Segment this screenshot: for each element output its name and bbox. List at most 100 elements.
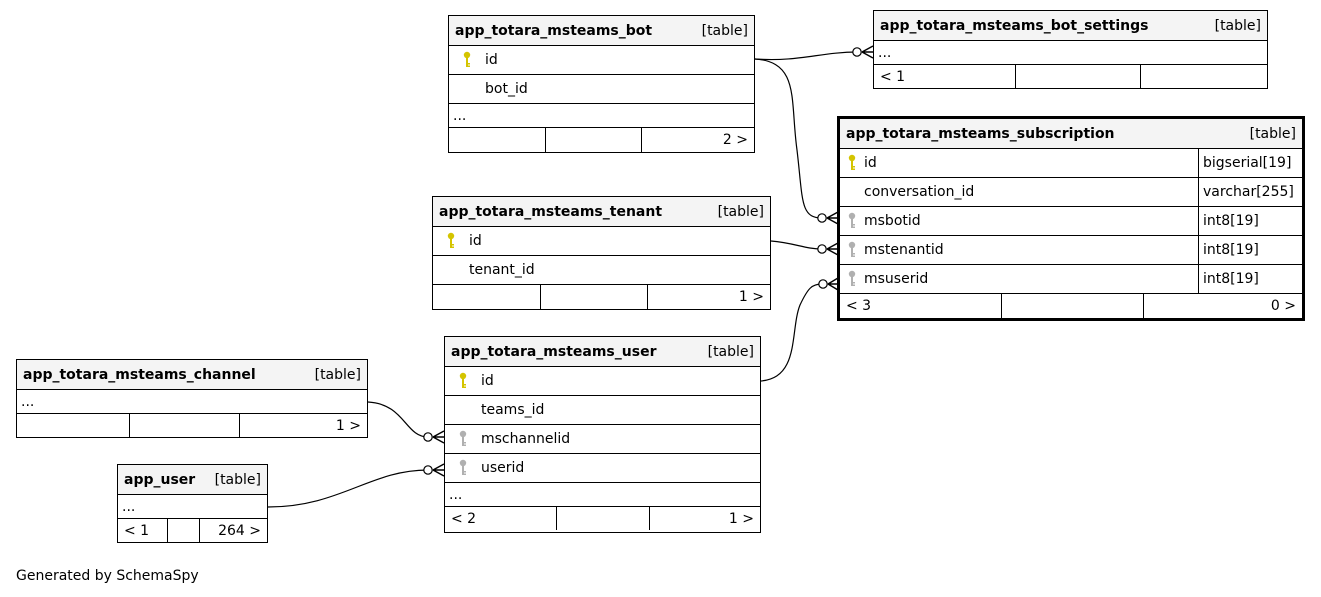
children-count: 1 > [335,417,361,434]
table-app-totara-msteams-user[interactable]: app_totara_msteams_user [table] id teams… [444,336,761,533]
parents-count: < 1 [874,65,1016,88]
column-row[interactable]: msuserid int8[19] [840,265,1302,294]
table-header: app_totara_msteams_bot_settings [table] [874,11,1267,41]
primary-key-icon [449,51,485,69]
rows-count [130,414,240,437]
zero-many-marker [423,432,433,442]
table-kind: [table] [1214,17,1261,34]
table-header: app_totara_msteams_user [table] [445,337,760,367]
column-name: mschannelid [481,431,571,447]
table-name: app_totara_msteams_bot [455,22,653,39]
column-name: mstenantid [864,242,944,258]
crowfoot-marker [861,45,874,59]
column-row[interactable]: id [445,367,760,396]
column-row[interactable]: tenant_id [433,256,770,285]
table-header: app_totara_msteams_channel [table] [17,360,367,390]
edge-bot-to-subscription [754,58,823,219]
parents-count: < 3 [840,294,1002,318]
foreign-key-icon [840,212,864,230]
rows-count [546,128,642,152]
more-columns: ... [445,483,760,507]
more-columns: ... [449,104,754,128]
column-row[interactable]: mstenantid int8[19] [840,236,1302,265]
foreign-key-icon [445,459,481,477]
parents-count [17,414,130,437]
children-count: 0 > [1270,298,1296,314]
column-name: msuserid [864,271,929,287]
column-row[interactable]: userid [445,454,760,483]
children-count: 264 > [218,522,261,539]
table-name: app_totara_msteams_bot_settings [880,17,1149,34]
column-row[interactable]: teams_id [445,396,760,425]
table-footer: < 1 [874,65,1267,88]
rows-count [541,285,648,309]
table-kind: [table] [1249,125,1296,142]
table-app-user[interactable]: app_user [table] ... < 1 264 > [117,464,268,543]
parents-count [449,128,546,152]
foreign-key-icon [445,430,481,448]
more-columns: ... [17,390,367,414]
column-row[interactable]: id [433,227,770,256]
table-footer: 1 > [433,285,770,309]
edge-channel-to-user [367,401,429,438]
primary-key-icon [433,232,469,250]
table-name: app_totara_msteams_channel [23,366,256,383]
column-type: int8[19] [1198,236,1302,264]
generator-credit: Generated by SchemaSpy [16,568,199,584]
foreign-key-icon [840,270,864,288]
crowfoot-marker [826,211,839,225]
table-name: app_totara_msteams_subscription [846,125,1115,142]
table-footer: < 2 1 > [445,507,760,530]
column-name: conversation_id [864,184,975,200]
column-row[interactable]: bot_id [449,75,754,104]
column-row[interactable]: id [449,46,754,75]
column-row[interactable]: msbotid int8[19] [840,207,1302,236]
edge-user-to-subscription [760,283,823,382]
column-type: bigserial[19] [1198,149,1302,177]
column-row[interactable]: conversation_id varchar[255] [840,178,1302,207]
primary-key-icon [840,154,864,172]
column-name: id [485,52,498,68]
more-columns: ... [874,41,1267,65]
children-count: 1 > [738,289,764,305]
column-name: id [481,373,494,389]
table-footer: < 3 0 > [840,294,1302,318]
children-count [1141,65,1267,88]
table-header: app_totara_msteams_tenant [table] [433,197,770,227]
zero-many-marker [818,279,828,289]
crowfoot-marker [826,242,839,256]
column-row[interactable]: mschannelid [445,425,760,454]
column-type: int8[19] [1198,265,1302,293]
table-app-totara-msteams-tenant[interactable]: app_totara_msteams_tenant [table] id ten… [432,196,771,310]
table-app-totara-msteams-bot-settings[interactable]: app_totara_msteams_bot_settings [table] … [873,10,1268,89]
crowfoot-marker [432,463,445,477]
children-count: 2 > [722,132,748,148]
table-kind: [table] [707,343,754,360]
table-app-totara-msteams-subscription[interactable]: app_totara_msteams_subscription [table] … [837,116,1305,321]
column-name: id [864,155,877,171]
table-kind: [table] [717,203,764,220]
table-app-totara-msteams-channel[interactable]: app_totara_msteams_channel [table] ... 1… [16,359,368,438]
zero-many-marker [852,47,862,57]
column-name: msbotid [864,213,921,229]
table-header: app_totara_msteams_subscription [table] [840,119,1302,149]
table-app-totara-msteams-bot[interactable]: app_totara_msteams_bot [table] id bot_id… [448,15,755,153]
column-row[interactable]: id bigserial[19] [840,149,1302,178]
zero-many-marker [423,465,433,475]
primary-key-icon [445,372,481,390]
column-name: userid [481,460,525,476]
parents-count [433,285,541,309]
edge-tenant-to-subscription [770,240,823,250]
foreign-key-icon [840,241,864,259]
rows-count [1016,65,1141,88]
edge-appuser-to-user [267,469,429,508]
table-header: app_totara_msteams_bot [table] [449,16,754,46]
table-name: app_totara_msteams_tenant [439,203,663,220]
rows-count [168,519,200,542]
edge-bot-to-bot-settings [754,51,859,61]
table-kind: [table] [214,471,261,488]
table-footer: 1 > [17,414,367,437]
table-kind: [table] [701,22,748,39]
crowfoot-marker [432,430,445,444]
